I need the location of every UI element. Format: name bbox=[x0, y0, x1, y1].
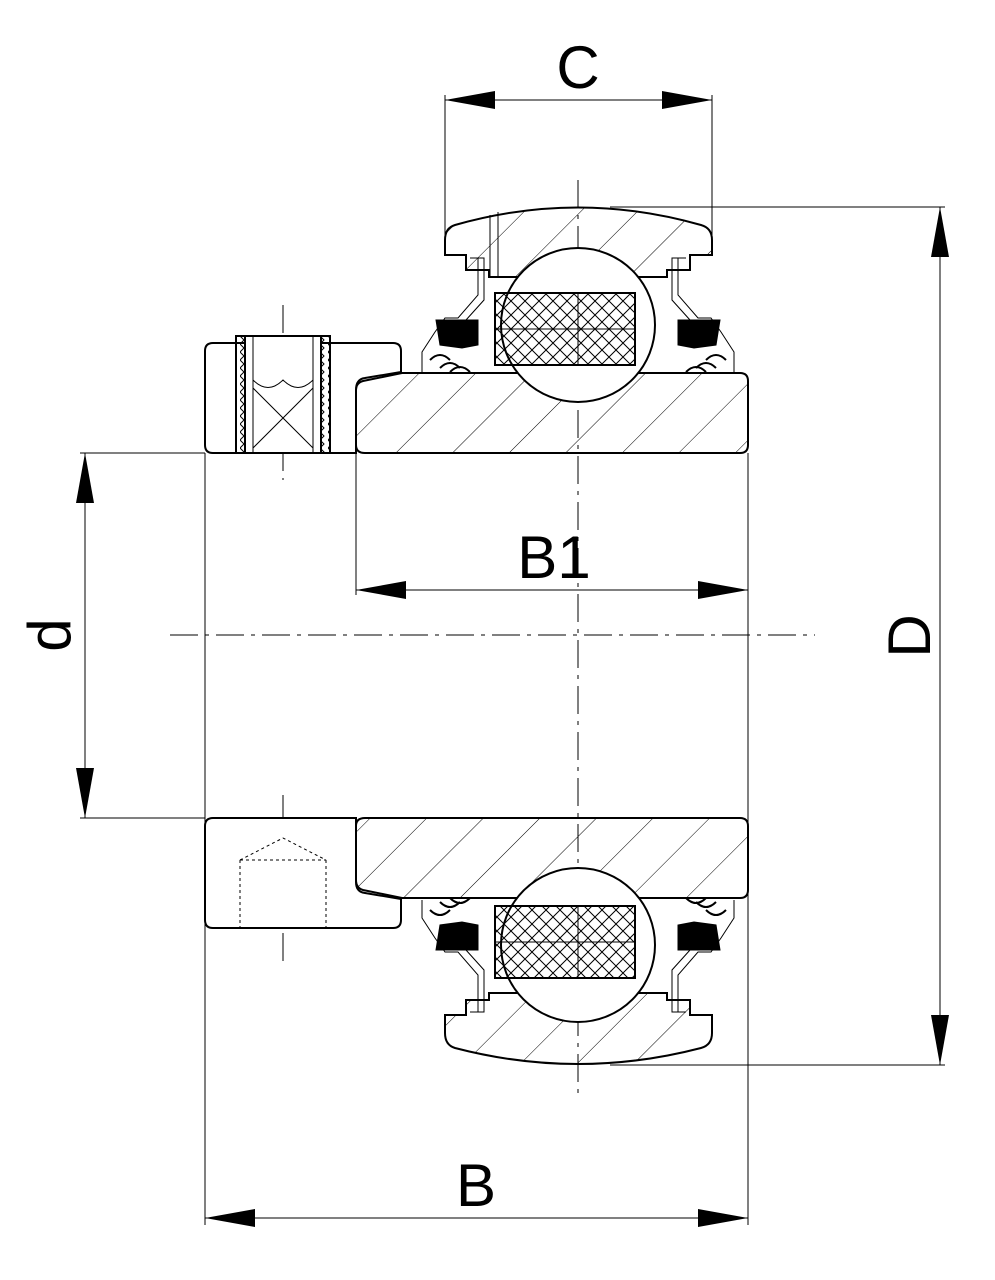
dimension-d-bore: d bbox=[16, 452, 205, 819]
label-c: C bbox=[556, 34, 599, 101]
dimension-b1: B1 bbox=[355, 453, 748, 599]
label-b: B bbox=[456, 1152, 496, 1219]
lower-section bbox=[204, 817, 749, 1065]
seal-right-top bbox=[671, 257, 735, 373]
seal-right-bottom bbox=[671, 897, 735, 1013]
label-d: d bbox=[16, 618, 83, 651]
dimension-c: C bbox=[444, 34, 713, 235]
dimension-d-outer: D bbox=[610, 206, 949, 1066]
seal-left-bottom bbox=[421, 897, 485, 1013]
setscrew-top bbox=[244, 335, 322, 454]
dimension-b: B bbox=[205, 1152, 748, 1227]
outer-ring-bottom bbox=[444, 992, 713, 1065]
center-lines bbox=[170, 180, 815, 1095]
seal-left-top bbox=[421, 257, 485, 373]
label-D: D bbox=[876, 614, 943, 657]
upper-section bbox=[204, 206, 749, 454]
label-b1: B1 bbox=[517, 524, 590, 591]
outer-ring-top bbox=[444, 206, 713, 278]
